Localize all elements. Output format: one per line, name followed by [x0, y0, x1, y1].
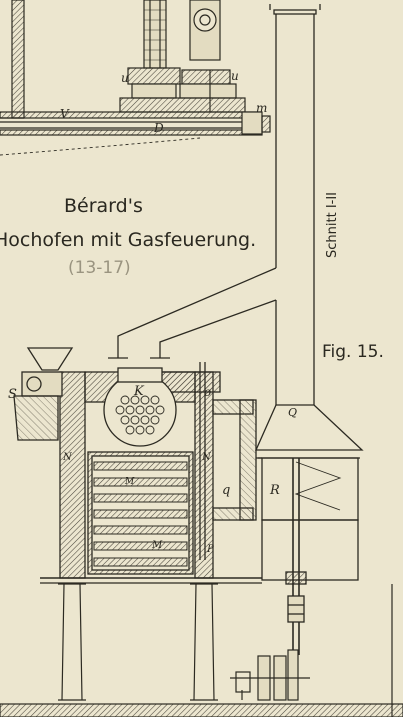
- section-label: Schnitt I-II: [325, 192, 340, 258]
- top-apparatus: [0, 0, 271, 156]
- label-m: m: [256, 101, 267, 115]
- title-line-2: Hochofen mit Gasfeuerung.: [0, 229, 257, 251]
- label-u-left: u: [121, 71, 129, 85]
- pencil-note: (13-17): [68, 258, 131, 278]
- title-line-1: Bérard's: [64, 195, 143, 217]
- label-S: S: [8, 387, 17, 402]
- label-N-left: N: [62, 452, 73, 463]
- furnace: [13, 347, 262, 584]
- label-R: R: [269, 483, 280, 498]
- chimney: [108, 4, 364, 655]
- label-V: V: [60, 107, 70, 121]
- label-K: K: [133, 384, 145, 399]
- label-P: P: [206, 544, 214, 555]
- label-u-right: u: [231, 69, 239, 83]
- label-o: o: [204, 385, 211, 399]
- support-columns: [0, 583, 403, 717]
- label-M-upper: M: [124, 477, 135, 487]
- label-Q: Q: [288, 406, 297, 419]
- part-labels: u u V D m S K o N N M M q R Q P: [8, 69, 297, 555]
- figure-label: Fig. 15.: [322, 342, 384, 362]
- label-q: q: [222, 483, 230, 498]
- label-N-right: N: [201, 452, 212, 463]
- label-D: D: [153, 121, 164, 135]
- label-M-lower: M: [151, 540, 163, 551]
